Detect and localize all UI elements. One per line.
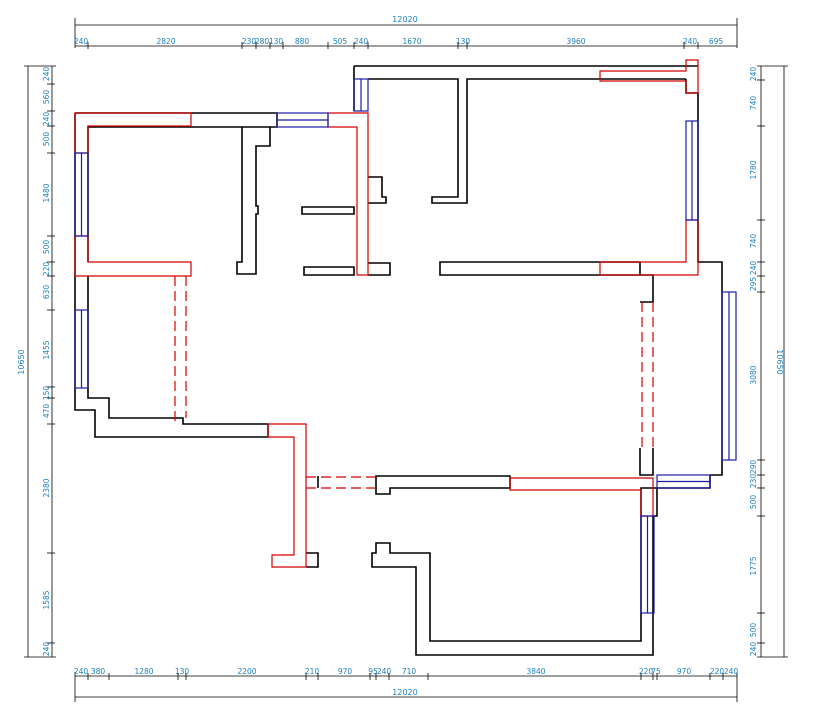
existing-walls bbox=[74, 65, 723, 656]
top-dim-label: 695 bbox=[709, 37, 724, 46]
top-segment-ticks bbox=[87, 42, 699, 49]
top-dim-label: 2820 bbox=[156, 37, 175, 46]
top-dim-label: 240 bbox=[683, 37, 698, 46]
top-dim-label: 240 bbox=[354, 37, 369, 46]
left-total-dimension: 10650 bbox=[17, 349, 26, 374]
bottom-dim-label: 95 bbox=[368, 667, 378, 676]
left-dim-label: 240 bbox=[42, 112, 51, 127]
top-dim-label: 1670 bbox=[402, 37, 421, 46]
left-dim-label: 240 bbox=[42, 67, 51, 82]
top-dim-label: 3960 bbox=[566, 37, 585, 46]
bottom-dim-label: 220 bbox=[639, 667, 654, 676]
top-dim-label: 230 bbox=[242, 37, 257, 46]
bottom-dim-label: 3840 bbox=[526, 667, 545, 676]
right-dim-label: 740 bbox=[749, 234, 758, 249]
left-dim-label: 240 bbox=[42, 642, 51, 657]
left-dim-label: 630 bbox=[42, 285, 51, 300]
right-segment-labels: 240 740 1780 740 240 295 3080 290 230 50… bbox=[749, 67, 758, 657]
top-dim-label: 130 bbox=[456, 37, 471, 46]
bottom-dim-label: 2200 bbox=[237, 667, 256, 676]
right-dimension-group: 10650 bbox=[757, 65, 788, 658]
left-dim-label: 2380 bbox=[42, 478, 51, 497]
right-dim-label: 740 bbox=[749, 96, 758, 111]
right-dim-label: 500 bbox=[749, 623, 758, 638]
new-walls bbox=[74, 59, 699, 568]
top-dimension-group: 12020 bbox=[74, 15, 738, 48]
left-segment-ticks bbox=[47, 83, 55, 644]
right-dim-label: 295 bbox=[749, 277, 758, 292]
bottom-segment-labels: 240 380 1280 130 2200 210 970 95 240 710… bbox=[74, 667, 739, 676]
left-dim-label: 1585 bbox=[42, 590, 51, 609]
bottom-dim-label: 710 bbox=[402, 667, 417, 676]
left-dim-label: 560 bbox=[42, 90, 51, 105]
left-segment-labels: 240 560 240 500 1480 500 220 630 1455 15… bbox=[42, 67, 51, 657]
bottom-dim-label: 240 bbox=[377, 667, 392, 676]
right-dim-label: 240 bbox=[749, 642, 758, 657]
left-dim-label: 500 bbox=[42, 132, 51, 147]
top-dim-label: 240 bbox=[74, 37, 89, 46]
bottom-dim-label: 240 bbox=[724, 667, 739, 676]
dashed-openings bbox=[174, 276, 654, 489]
left-dim-label: 1480 bbox=[42, 183, 51, 202]
top-dim-label: 130 bbox=[269, 37, 284, 46]
left-dimension-group: 10650 bbox=[17, 65, 56, 658]
bottom-dimension-group: 12020 bbox=[74, 672, 738, 702]
bottom-dim-label: 220 bbox=[710, 667, 725, 676]
bottom-dim-label: 240 bbox=[74, 667, 89, 676]
right-dim-label: 3080 bbox=[749, 365, 758, 384]
top-dim-label: 505 bbox=[333, 37, 348, 46]
right-dim-label: 1780 bbox=[749, 160, 758, 179]
top-dim-label: 880 bbox=[295, 37, 310, 46]
top-total-dimension: 12020 bbox=[392, 15, 417, 24]
left-dim-label: 150 bbox=[42, 386, 51, 401]
bottom-dim-label: 970 bbox=[677, 667, 692, 676]
bottom-dim-label: 210 bbox=[305, 667, 320, 676]
right-total-dimension: 10650 bbox=[775, 349, 784, 374]
bottom-dim-label: 970 bbox=[338, 667, 353, 676]
bottom-dim-label: 1280 bbox=[134, 667, 153, 676]
left-dim-label: 1455 bbox=[42, 340, 51, 359]
right-dim-label: 240 bbox=[749, 67, 758, 82]
bottom-dim-label: 130 bbox=[175, 667, 190, 676]
right-dim-label: 240 bbox=[749, 261, 758, 276]
left-dim-label: 220 bbox=[42, 262, 51, 277]
bottom-dim-label: 380 bbox=[91, 667, 106, 676]
right-dim-label: 230 bbox=[749, 474, 758, 489]
right-segment-ticks bbox=[757, 79, 765, 644]
top-dim-label: 280 bbox=[255, 37, 270, 46]
bottom-total-dimension: 12020 bbox=[392, 688, 417, 697]
top-segment-labels: 240 2820 230 280 130 880 505 240 1670 13… bbox=[74, 37, 724, 46]
right-dim-label: 290 bbox=[749, 460, 758, 475]
left-dim-label: 470 bbox=[42, 404, 51, 419]
left-dim-label: 500 bbox=[42, 240, 51, 255]
bottom-dim-label: 75 bbox=[651, 667, 661, 676]
windows bbox=[74, 78, 737, 614]
right-dim-label: 500 bbox=[749, 495, 758, 510]
right-dim-label: 1775 bbox=[749, 556, 758, 575]
bottom-segment-ticks bbox=[87, 673, 724, 680]
